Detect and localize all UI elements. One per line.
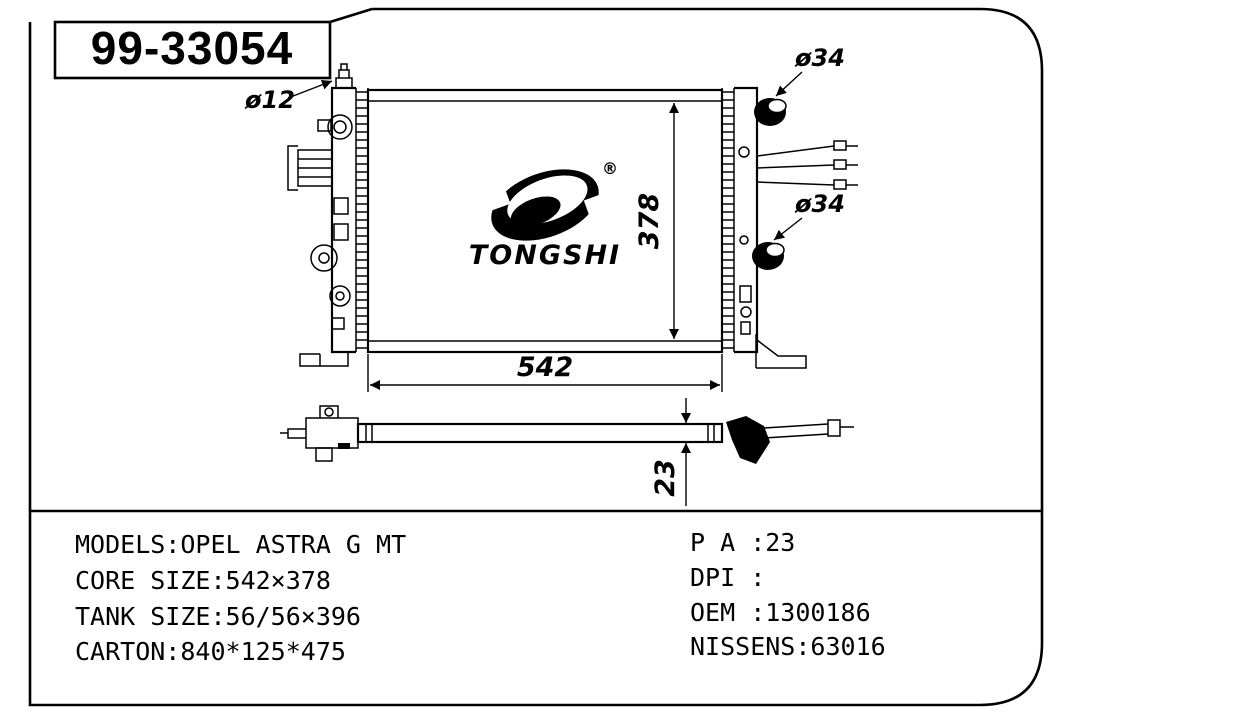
right-end-outlet-pipe — [726, 416, 770, 464]
tank-face-hole-lower — [739, 235, 749, 245]
left-end-pin — [280, 428, 306, 439]
dim-inlet-top-label: ø34 — [794, 44, 845, 72]
tank-face-hole-upper — [738, 146, 750, 158]
inlet-pipe-top-opening — [767, 98, 787, 114]
right-tank-outline — [734, 86, 759, 354]
swoosh-core — [510, 196, 561, 227]
spec-pa: P A :23 — [690, 528, 795, 557]
sheet-frame — [28, 7, 1044, 707]
right-tank-serration — [721, 88, 735, 352]
dim-thickness-label: 23 — [650, 459, 681, 497]
filler-cap-inner — [333, 120, 347, 134]
spec-dpi: DPI : — [690, 563, 765, 592]
spec-table: MODELS:OPEL ASTRA G MT CORE SIZE:542×378… — [75, 528, 886, 666]
swoosh-gap-upper — [482, 188, 511, 212]
cap-side-tab — [317, 119, 332, 132]
dim-inlet-bottom-label: ø34 — [794, 190, 845, 218]
right-end-arm — [763, 419, 854, 439]
spec-models: MODELS:OPEL ASTRA G MT — [75, 530, 406, 559]
dim-inlet-bottom-leader — [773, 217, 803, 241]
radiator-front-view: ® TONGSHI — [287, 63, 858, 369]
left-end-clip — [338, 443, 350, 449]
dim-bleed-leader — [287, 79, 333, 99]
part-number-box — [53, 20, 332, 80]
right-mount-bracket — [756, 140, 858, 190]
radiator-side-view — [280, 405, 854, 464]
registered-mark: ® — [602, 159, 618, 178]
title-block: 99-33054 — [53, 7, 373, 80]
side-view-left-end — [280, 405, 359, 462]
dim-core-height-label: 378 — [634, 193, 665, 249]
drain-boss-outer — [310, 244, 338, 272]
lower-cap-inner — [335, 291, 345, 301]
tank-box-upper — [333, 197, 349, 215]
brand-logo: ® TONGSHI — [469, 159, 621, 271]
title-diagonal-line — [329, 7, 373, 24]
dim-inlet-top-leader — [775, 71, 803, 97]
right-foot-bracket — [755, 334, 807, 369]
right-tank — [734, 86, 858, 369]
lower-cap-outer — [329, 285, 351, 307]
left-end-bolt — [324, 407, 334, 417]
left-tank-outline — [330, 86, 356, 354]
part-number: 99-33054 — [91, 22, 293, 74]
dim-core-width-label: 542 — [517, 352, 573, 383]
dim-bleed-label: ø12 — [244, 86, 295, 114]
left-tank — [287, 63, 356, 367]
tank-box-lower — [333, 223, 349, 241]
side-view-body — [356, 422, 724, 444]
dimensions: 378 542 23 ø12 ø34 ø34 — [244, 44, 845, 506]
bleed-fitting — [335, 63, 353, 88]
left-end-hook — [319, 405, 339, 418]
drain-plug — [740, 306, 752, 318]
logo-wordmark: TONGSHI — [469, 240, 621, 271]
spec-nissens: NISSENS:63016 — [690, 632, 886, 661]
drain-boss-inner — [318, 252, 330, 264]
swoosh-gap-lower — [583, 192, 612, 216]
left-tank-serration — [355, 88, 369, 352]
spec-oem: OEM :1300186 — [690, 598, 871, 627]
spec-tank-size: TANK SIZE:56/56×396 — [75, 602, 361, 631]
filler-cap-outer — [327, 114, 353, 140]
spec-core-size: CORE SIZE:542×378 — [75, 566, 331, 595]
side-view-right-end — [726, 416, 854, 464]
left-foot-bracket — [299, 352, 349, 367]
left-mount-bracket — [287, 145, 332, 191]
left-end-tab — [315, 447, 333, 462]
spec-carton: CARTON:840*125*475 — [75, 637, 346, 666]
small-bracket — [331, 317, 345, 330]
left-end-bracket — [305, 417, 359, 449]
sensor-boss — [739, 285, 752, 303]
border-outline — [28, 7, 1044, 707]
outlet-pipe-bottom-opening — [765, 242, 785, 258]
logo-swoosh — [482, 169, 612, 241]
lower-tab — [740, 321, 751, 335]
